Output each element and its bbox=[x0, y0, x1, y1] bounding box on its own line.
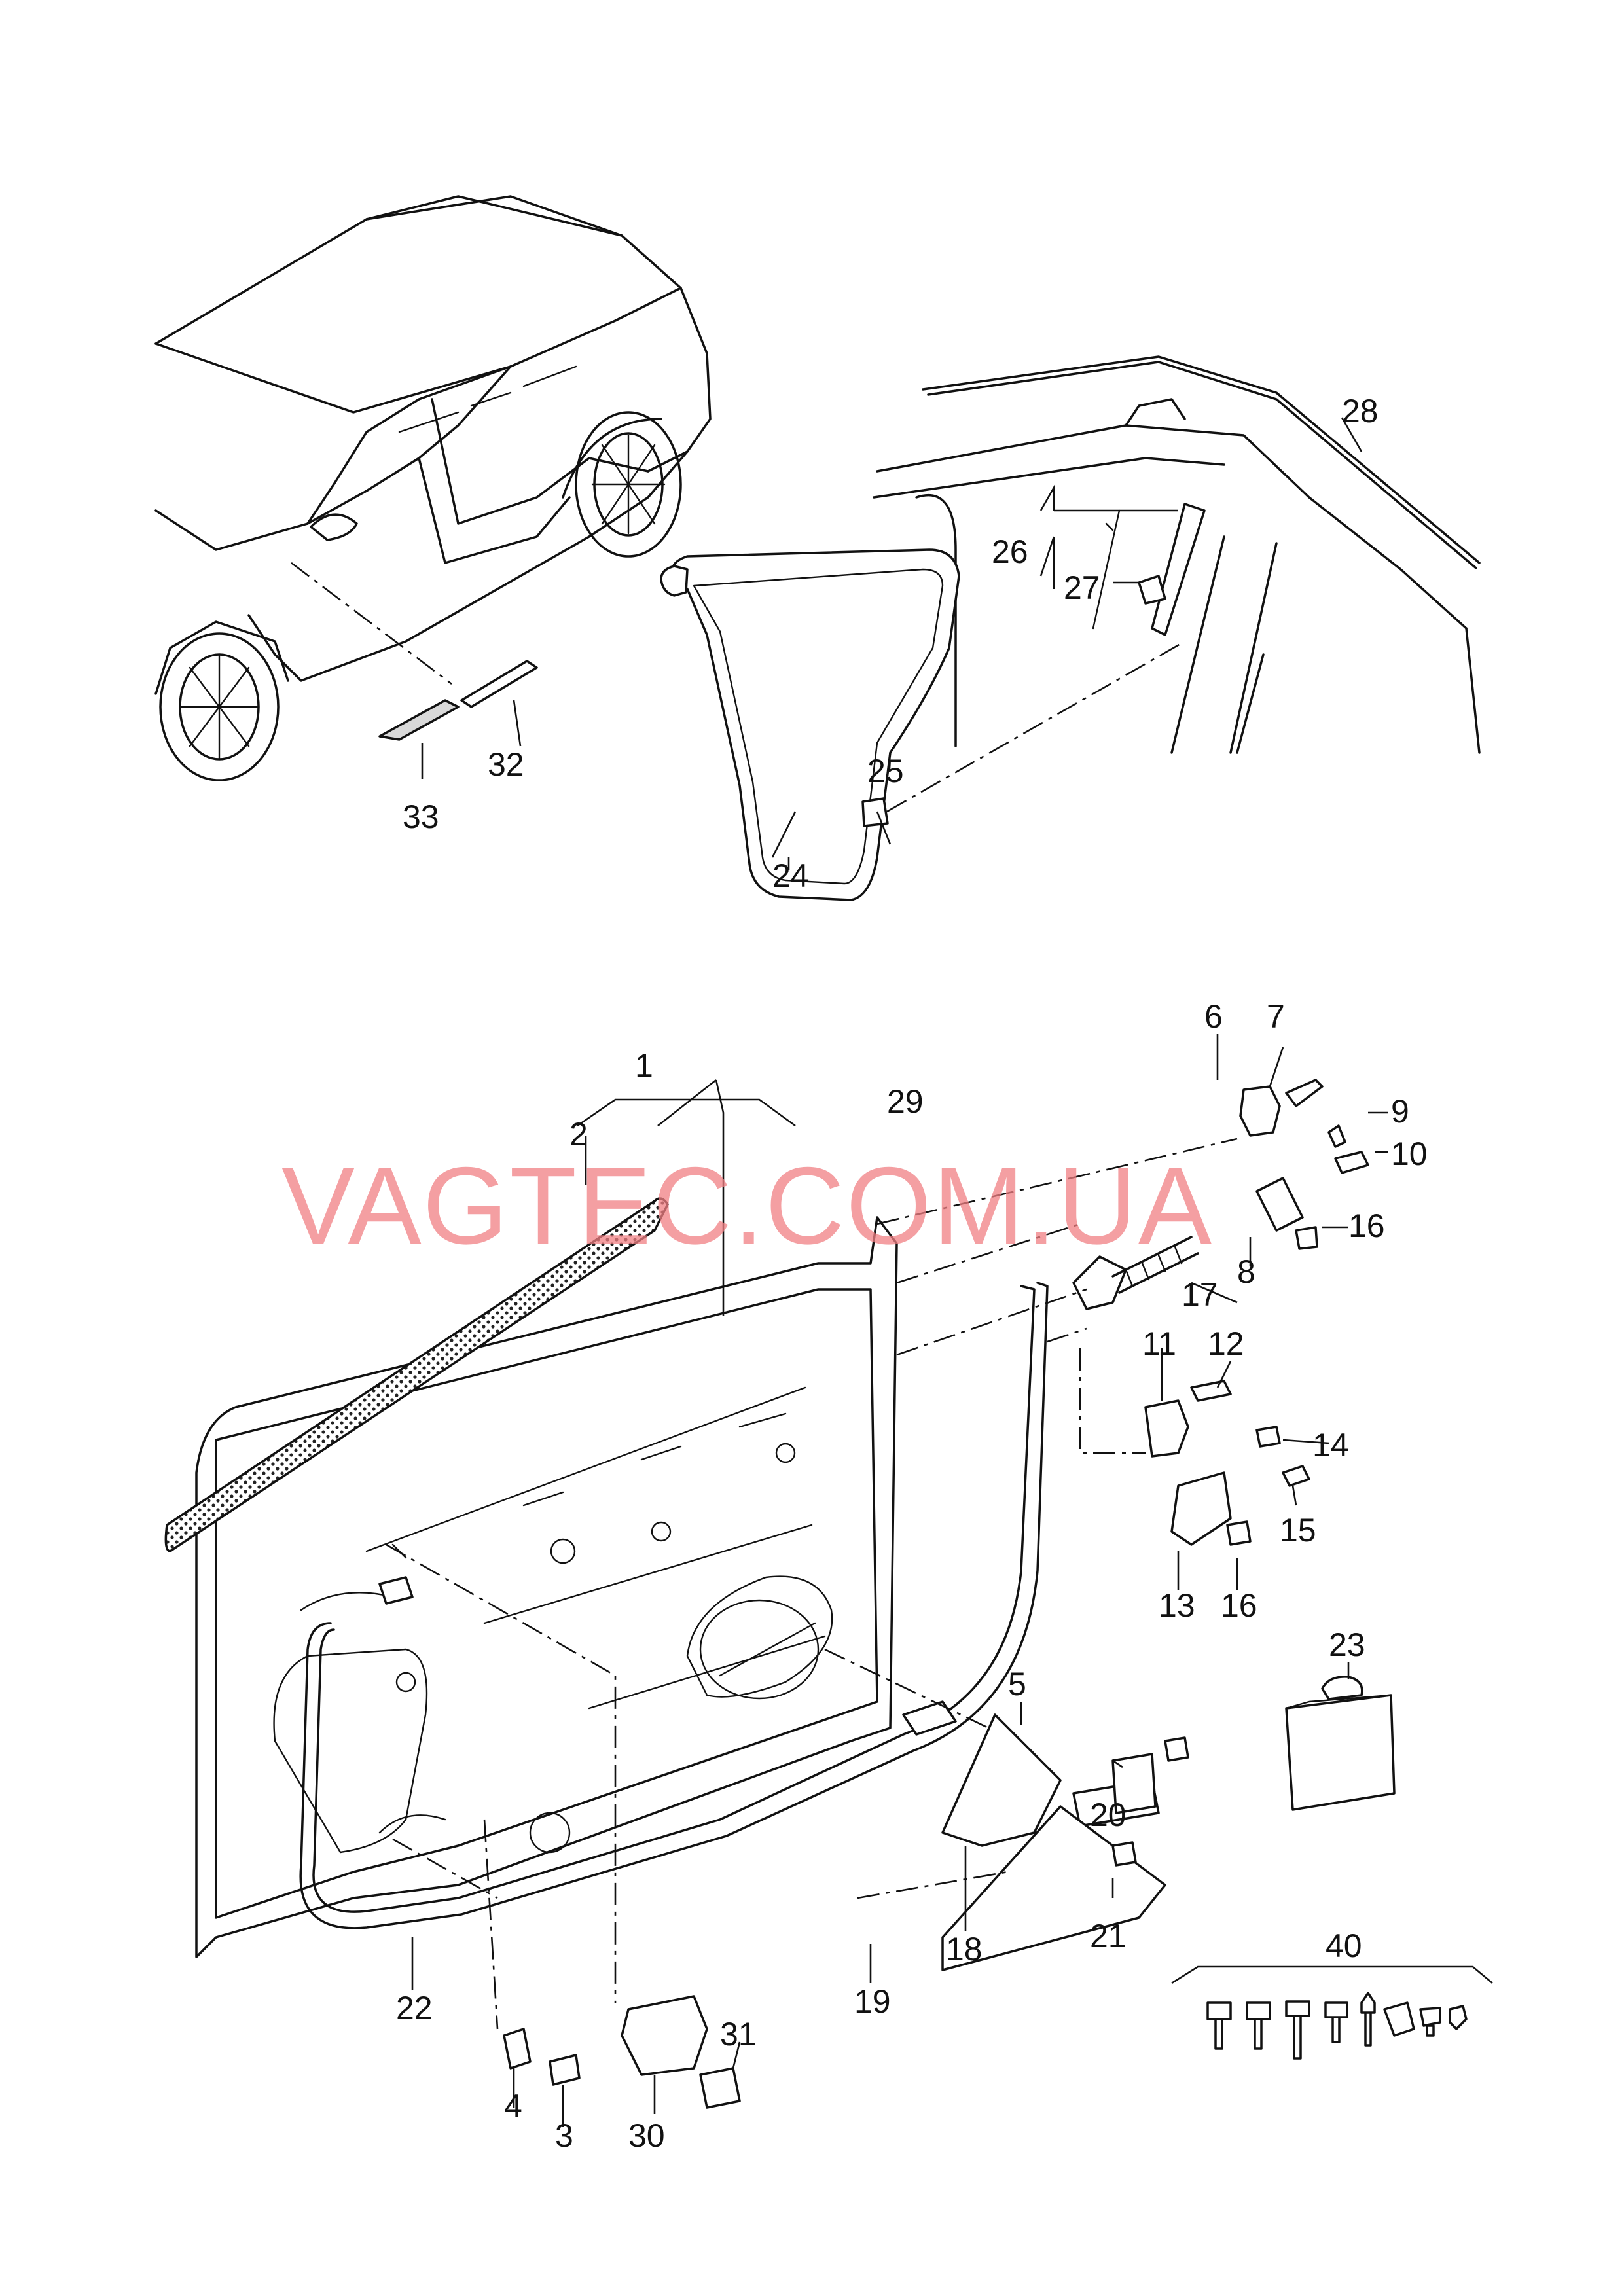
callout-24: 24 bbox=[772, 857, 809, 894]
callout-17: 17 bbox=[1182, 1276, 1218, 1313]
callout-7: 7 bbox=[1267, 998, 1285, 1035]
callout-25: 25 bbox=[867, 753, 904, 789]
callout-26: 26 bbox=[992, 533, 1028, 570]
callout-2: 2 bbox=[569, 1116, 588, 1153]
callout-5: 5 bbox=[1008, 1666, 1026, 1702]
callout-15: 15 bbox=[1280, 1512, 1316, 1549]
callout-40: 40 bbox=[1326, 1928, 1362, 1964]
car-overview-illustration bbox=[154, 195, 712, 781]
callout-10: 10 bbox=[1391, 1136, 1428, 1172]
callout-22: 22 bbox=[396, 1990, 433, 2026]
callout-labels: 1 2 3 4 5 6 7 8 9 10 11 12 13 14 15 16 1… bbox=[396, 393, 1428, 2154]
callout-21: 21 bbox=[1090, 1918, 1127, 1954]
fastener-set bbox=[1206, 1992, 1468, 2060]
callout-27: 27 bbox=[1064, 569, 1100, 606]
callout-32: 32 bbox=[488, 746, 524, 783]
callout-33: 33 bbox=[403, 798, 439, 835]
callout-30: 30 bbox=[628, 2117, 665, 2154]
callout-19: 19 bbox=[854, 1983, 891, 2020]
callout-12: 12 bbox=[1208, 1325, 1244, 1362]
callout-14: 14 bbox=[1312, 1427, 1349, 1463]
callout-23: 23 bbox=[1329, 1626, 1365, 1663]
roof-frame-illustration bbox=[660, 355, 1481, 901]
callout-18: 18 bbox=[946, 1931, 983, 1967]
callout-3: 3 bbox=[555, 2117, 573, 2154]
callout-31: 31 bbox=[720, 2016, 757, 2053]
callout-28: 28 bbox=[1342, 393, 1379, 429]
door-assembly-illustration bbox=[164, 1079, 1493, 2109]
callout-4: 4 bbox=[504, 2088, 522, 2125]
callout-16b: 16 bbox=[1221, 1587, 1257, 1624]
callout-20: 20 bbox=[1090, 1797, 1127, 1833]
callout-29: 29 bbox=[887, 1083, 924, 1120]
watermark: VAGTEC.COM.UA bbox=[281, 1144, 1213, 1267]
callout-1: 1 bbox=[635, 1047, 653, 1084]
callout-6: 6 bbox=[1204, 998, 1223, 1035]
callout-11: 11 bbox=[1142, 1325, 1176, 1362]
callout-13: 13 bbox=[1159, 1587, 1195, 1624]
callout-8: 8 bbox=[1237, 1253, 1255, 1290]
callout-9: 9 bbox=[1391, 1093, 1409, 1130]
callout-leaders bbox=[411, 700, 1388, 2127]
callout-16a: 16 bbox=[1348, 1208, 1385, 1244]
